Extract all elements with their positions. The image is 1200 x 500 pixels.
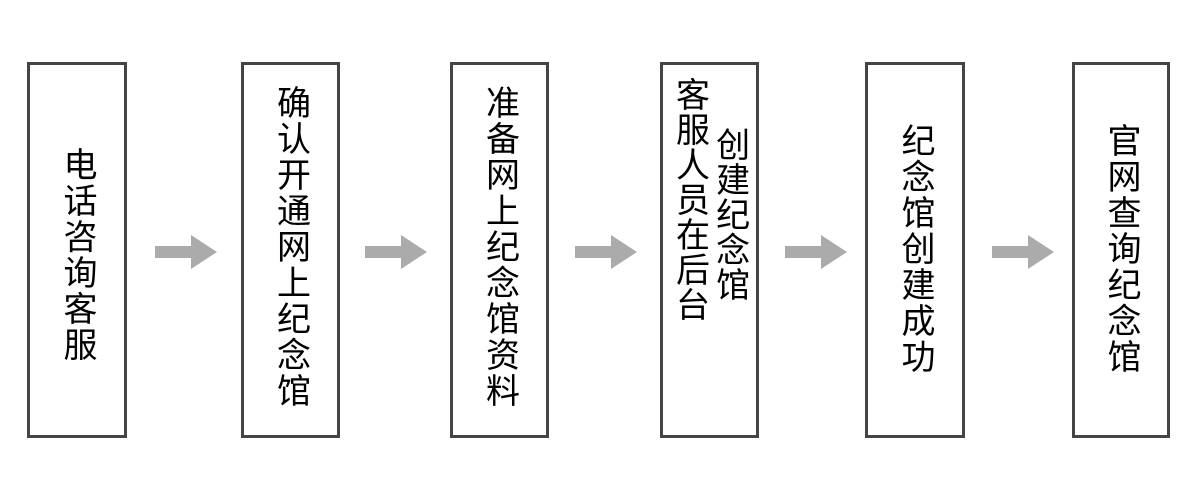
arrow-right-icon-4: [785, 235, 847, 269]
process-node-6[interactable]: 官网查询纪念馆: [1072, 62, 1170, 438]
arrow-right-icon-3: [575, 235, 637, 269]
process-node-5[interactable]: 纪念馆创建成功: [865, 62, 965, 438]
process-node-6-label: 官网查询纪念馆: [1101, 123, 1142, 375]
process-node-1[interactable]: 电话咨询客服: [27, 62, 127, 438]
arrow-right-icon-1: [155, 235, 217, 269]
process-node-2[interactable]: 确认开通网上纪念馆: [241, 62, 340, 438]
process-node-3[interactable]: 准备网上纪念馆资料: [450, 62, 549, 438]
arrow-right-icon-2: [365, 235, 427, 269]
process-node-4-label-column-1: 创建纪念馆: [709, 127, 750, 302]
process-node-5-label: 纪念馆创建成功: [895, 123, 936, 375]
process-node-4-label-column-2: 客服人员在后台: [669, 77, 710, 322]
process-node-2-label: 确认开通网上纪念馆: [270, 85, 311, 409]
arrow-right-icon-5: [992, 235, 1054, 269]
process-node-1-label: 电话咨询客服: [57, 147, 98, 363]
process-node-4[interactable]: 创建纪念馆 客服人员在后台: [660, 62, 759, 438]
process-node-3-label: 准备网上纪念馆资料: [479, 85, 520, 409]
